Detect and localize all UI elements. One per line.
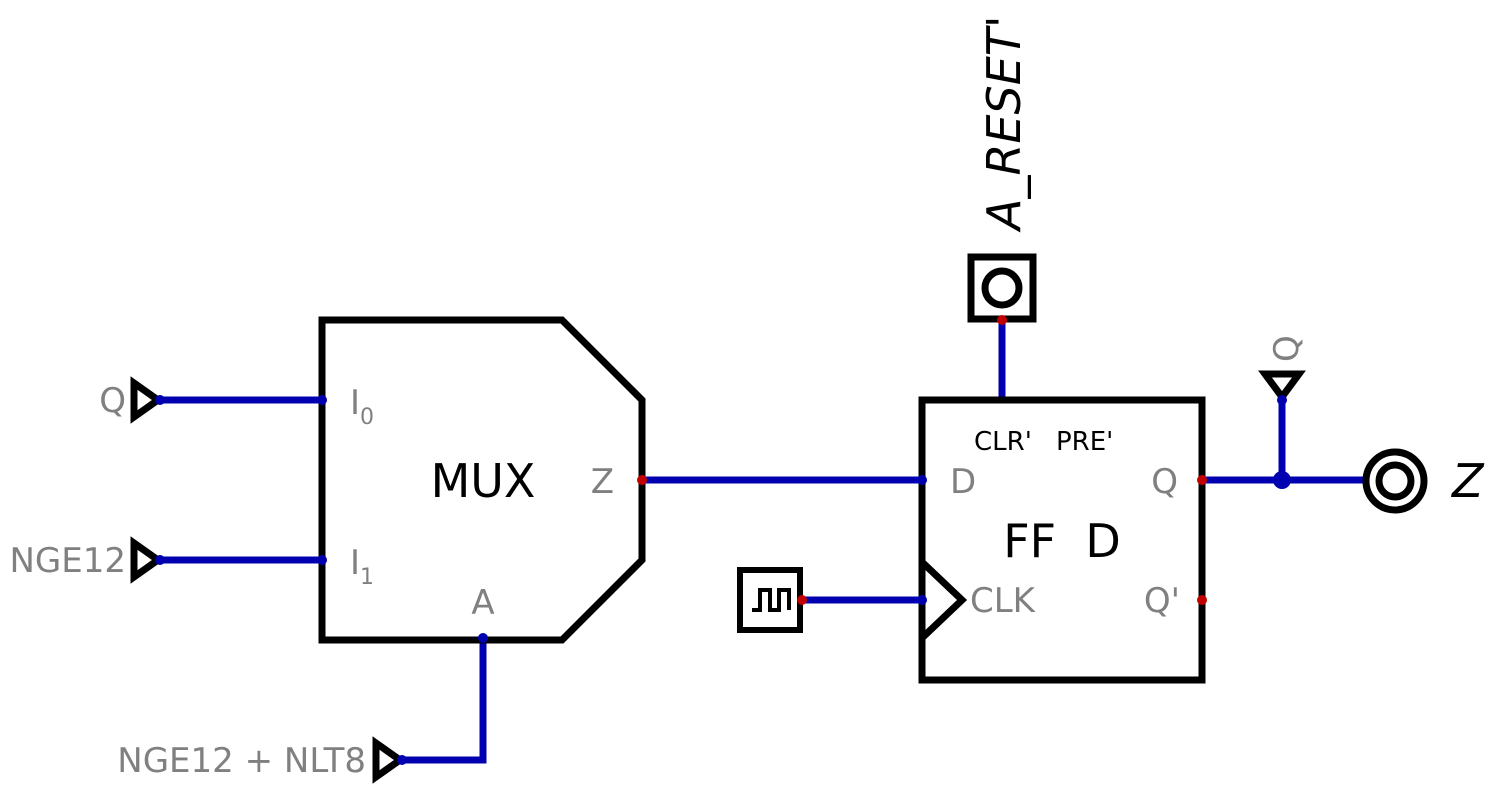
pin-dot-ff-q (1197, 475, 1207, 485)
mux-title: MUX (431, 454, 536, 508)
square-wave-icon (752, 588, 791, 612)
input-select-label: NGE12 + NLT8 (117, 741, 366, 781)
input-select[interactable]: NGE12 + NLT8 (117, 736, 407, 784)
ff-pin-qn: Q' (1144, 581, 1180, 621)
ff-d-body (918, 396, 1206, 684)
pin-dot-mux-a (478, 633, 488, 643)
pin-dot-mux-z (637, 475, 647, 485)
pin-dot-ff-d (917, 475, 927, 485)
ff-pin-pre: PRE' (1056, 427, 1113, 457)
input-q[interactable]: Q (99, 376, 165, 424)
reset-label: A_RESET' (977, 15, 1031, 233)
input-nge12-label: NGE12 (9, 541, 126, 581)
pin-dot-mux-i1 (317, 555, 327, 565)
mux-pin-a: A (471, 583, 494, 623)
ff-pin-clk: CLK (970, 581, 1037, 621)
ff-pin-clr: CLR' (974, 427, 1032, 457)
mux-block[interactable]: MUX I0 I1 A Z (318, 316, 646, 644)
mux-pin-i1: I1 (350, 543, 374, 590)
mux-body (318, 316, 646, 644)
reset-input[interactable]: A_RESET' (967, 15, 1037, 323)
pin-dot-ff-clk (917, 595, 927, 605)
connection-dots (155, 315, 1291, 765)
output-inner-ring-icon (1375, 461, 1415, 501)
mux-pin-i0-label: I (350, 383, 360, 423)
ff-d-title: FF D (1003, 514, 1121, 568)
mux-pin-i1-label: I (350, 543, 360, 583)
mux-pin-i0-sub: 0 (360, 405, 374, 430)
probe-q-label: Q (1267, 335, 1307, 362)
async-input-icon (967, 253, 1037, 323)
output-z-label: Z (1450, 454, 1485, 508)
input-q-label: Q (99, 381, 126, 421)
probe-terminal-icon (1258, 370, 1306, 403)
junction-dot (1273, 471, 1291, 489)
mux-pin-i1-sub: 1 (360, 565, 374, 590)
input-terminal-icon (130, 376, 165, 424)
mux-pin-z: Z (591, 462, 614, 502)
pin-dot-input-nge12 (155, 555, 165, 565)
pin-dot-input-q (155, 395, 165, 405)
wire-select-to-a[interactable] (400, 638, 487, 764)
clock-source[interactable] (737, 567, 803, 633)
pin-dot-input-select (397, 755, 407, 765)
mux-pin-i0: I0 (350, 383, 374, 430)
probe-q[interactable]: Q (1258, 335, 1307, 403)
pin-dot-mux-i0 (317, 395, 327, 405)
pin-dot-reset (997, 315, 1007, 325)
ff-pin-d: D (950, 462, 976, 502)
ff-d-block[interactable]: FF D D CLK Q Q' CLR' PRE' (918, 396, 1206, 684)
pin-dot-ff-qn (1197, 595, 1207, 605)
input-terminal-icon (130, 536, 165, 584)
pin-dot-clock (797, 595, 807, 605)
input-nge12[interactable]: NGE12 (9, 536, 165, 584)
ff-pin-q: Q (1151, 462, 1178, 502)
pin-dot-probe (1277, 395, 1287, 405)
input-terminal-icon (372, 736, 407, 784)
wires (158, 320, 1365, 764)
output-terminal-icon (1362, 448, 1428, 514)
output-z[interactable]: Z (1362, 448, 1485, 514)
clock-edge-icon (919, 559, 968, 641)
reset-ring-icon (981, 267, 1023, 309)
